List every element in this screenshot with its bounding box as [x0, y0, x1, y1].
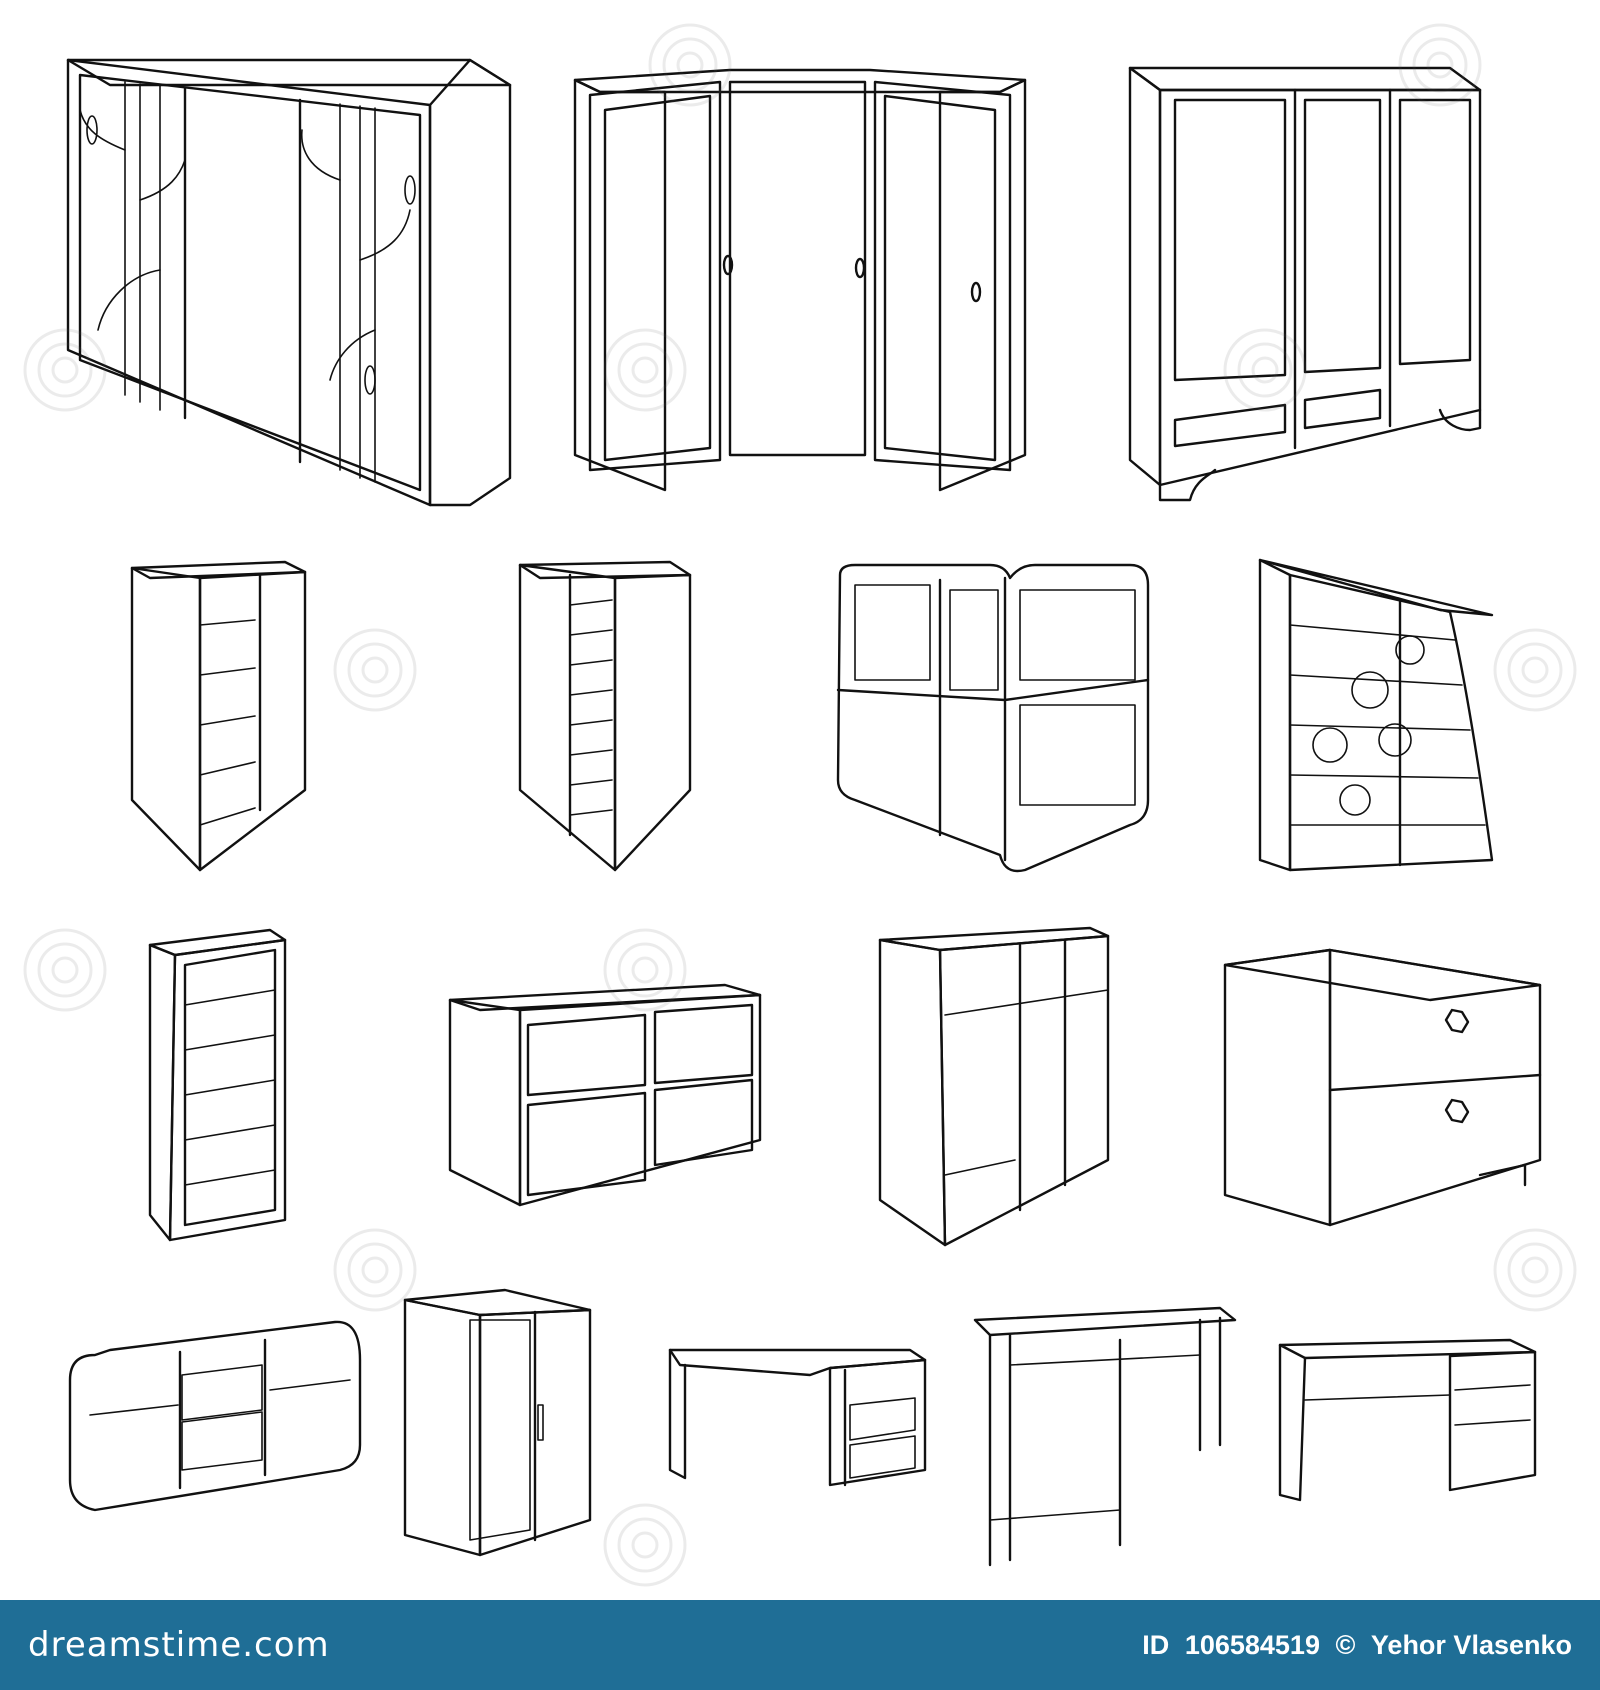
watermark-logo-icon	[333, 1228, 417, 1312]
rounded-tv-stand	[68, 1320, 362, 1512]
furniture-illustration	[23, 23, 1577, 1587]
corner-wardrobe	[573, 68, 1027, 492]
two-drawer-nightstand	[1223, 948, 1542, 1227]
id-label: ID	[1142, 1629, 1170, 1660]
watermark-logo-icon	[333, 628, 417, 712]
watermark-logo-icon	[23, 928, 107, 1012]
console-table	[973, 1306, 1237, 1567]
bamboo-sliding-wardrobe	[66, 58, 512, 507]
tall-shelf-cabinet	[518, 560, 692, 872]
writing-desk	[1278, 1338, 1537, 1502]
footer-bar: dreamstime.com ID 106584519 © Yehor Vlas…	[0, 1600, 1600, 1690]
watermark-logo-icon	[603, 1503, 687, 1587]
image-credit: ID 106584519 © Yehor Vlasenko	[1134, 1630, 1572, 1661]
watermark-logo-icon	[1223, 328, 1307, 412]
rounded-cube-shelf	[836, 563, 1150, 873]
two-door-wardrobe	[403, 1288, 592, 1557]
corner-desk	[668, 1348, 927, 1487]
brand-logo-text: dreamstime.com	[28, 1625, 330, 1665]
watermark-logo-icon	[1493, 1228, 1577, 1312]
watermark-logo-icon	[23, 328, 107, 412]
watermark-logo-icon	[1493, 628, 1577, 712]
floral-bookcase	[1258, 558, 1494, 872]
tall-wardrobe	[878, 926, 1110, 1247]
watermark-logo-icon	[648, 23, 732, 107]
narrow-shelf-cabinet	[130, 560, 307, 872]
watermark-logo-icon	[1398, 23, 1482, 107]
watermark-logo-icon	[603, 928, 687, 1012]
three-door-wardrobe	[1128, 66, 1482, 502]
furniture-line-art	[66, 58, 1542, 1567]
tall-bookcase	[148, 928, 287, 1242]
id-value: 106584519	[1184, 1629, 1320, 1660]
low-chest-of-drawers	[448, 983, 762, 1207]
author-name: Yehor Vlasenko	[1370, 1629, 1572, 1660]
watermark-logo-icon	[603, 328, 687, 412]
copyright-symbol: ©	[1335, 1629, 1356, 1660]
